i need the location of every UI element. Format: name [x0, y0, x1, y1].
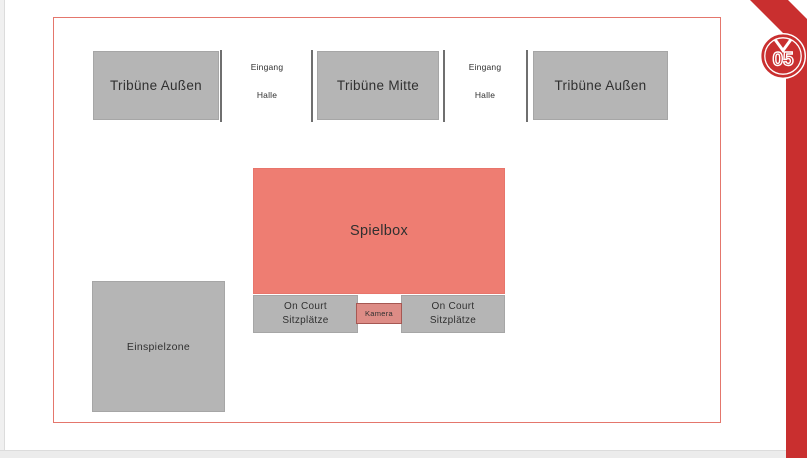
zone-label-line-2: Sitzplätze [429, 315, 477, 326]
entrance-line-2: Halle [256, 90, 278, 100]
zone-kamera: Kamera [356, 303, 402, 324]
zone-label: Spielbox [349, 223, 409, 239]
crest-disc [760, 33, 806, 79]
zone-spielbox: Spielbox [253, 168, 505, 294]
zone-label: Einspielzone [126, 340, 191, 353]
zone-label: Tribüne Außen [554, 78, 647, 93]
wall-divider-2 [311, 50, 313, 122]
crest-chevron [773, 38, 793, 54]
zone-label-line-1: On Court [431, 300, 475, 312]
zone-label: Tribüne Mitte [336, 78, 420, 93]
ribbon-shape [750, 0, 807, 458]
entrance-line-2: Halle [474, 90, 496, 100]
entrance-line-1: Eingang [468, 62, 502, 72]
zone-tribuene-aussen-right: Tribüne Außen [533, 51, 668, 120]
floor-plan-outline [53, 17, 721, 423]
zone-on-court-seats-right: On Court Sitzplätze [401, 295, 505, 333]
zone-label: Kamera [364, 309, 394, 318]
zone-on-court-seats-left: On Court Sitzplätze [253, 295, 358, 333]
entrance-line-1: Eingang [250, 62, 284, 72]
wall-divider-3 [443, 50, 445, 122]
entrance-hall-label-left: Eingang Halle [224, 62, 310, 100]
zone-label-line-2: Sitzplätze [282, 315, 329, 326]
wall-divider-1 [220, 50, 222, 122]
zone-label: Tribüne Außen [110, 78, 202, 93]
slide-left-edge [0, 0, 5, 450]
entrance-hall-label-right: Eingang Halle [445, 62, 525, 100]
wall-divider-4 [526, 50, 528, 122]
mainz-05-crest: 05 [760, 33, 806, 79]
crest-monogram: 05 [772, 50, 794, 71]
zone-tribuene-aussen-left: Tribüne Außen [93, 51, 219, 120]
slide-bottom-edge [0, 450, 807, 458]
zone-label-line-1: On Court [284, 300, 327, 312]
zone-einspielzone: Einspielzone [92, 281, 225, 412]
crest-inner-ring [764, 37, 802, 75]
zone-tribuene-mitte: Tribüne Mitte [317, 51, 439, 120]
